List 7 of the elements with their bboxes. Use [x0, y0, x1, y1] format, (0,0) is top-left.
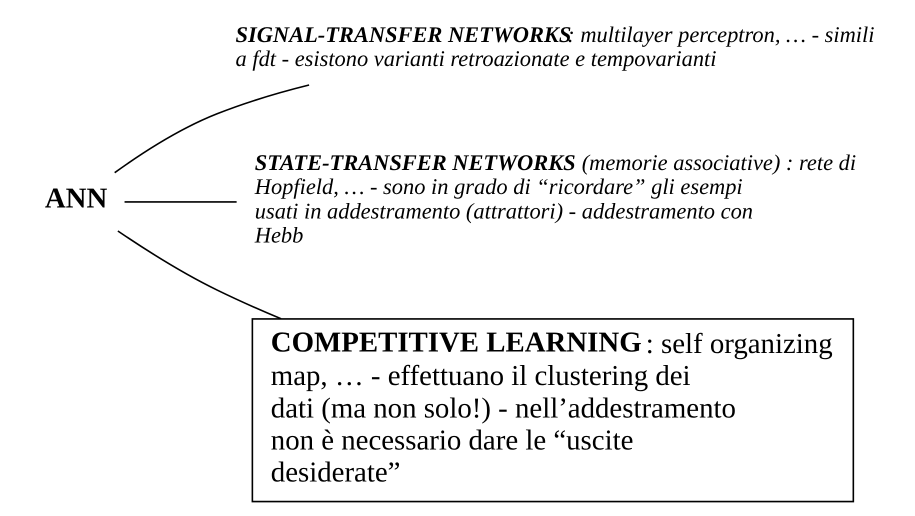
- node-text: STATE-TRANSFER NETWORKS (memorie associative) : rete di Hopfield, … - sono in grado di “ricordare” gli esempi usati in addestramento (attrattori) - addestramento con Hebb: [254, 150, 856, 248]
- node-text: ANN: [44, 182, 108, 214]
- node-text: SIGNAL-TRANSFER NETWORKS: multilayer perceptron, … - simili a fdt - esistono varianti retroazionate e tempovarianti: [236, 22, 874, 72]
- connector: [124, 201, 237, 203]
- connector: [114, 84, 310, 174]
- connector: [117, 230, 282, 320]
- node-box: COMPETITIVE LEARNING: self organizing map, … - effettuano il clustering dei dati (ma non solo!) - nell’addestramento non è necessario dare le “uscite desiderate”: [252, 318, 854, 502]
